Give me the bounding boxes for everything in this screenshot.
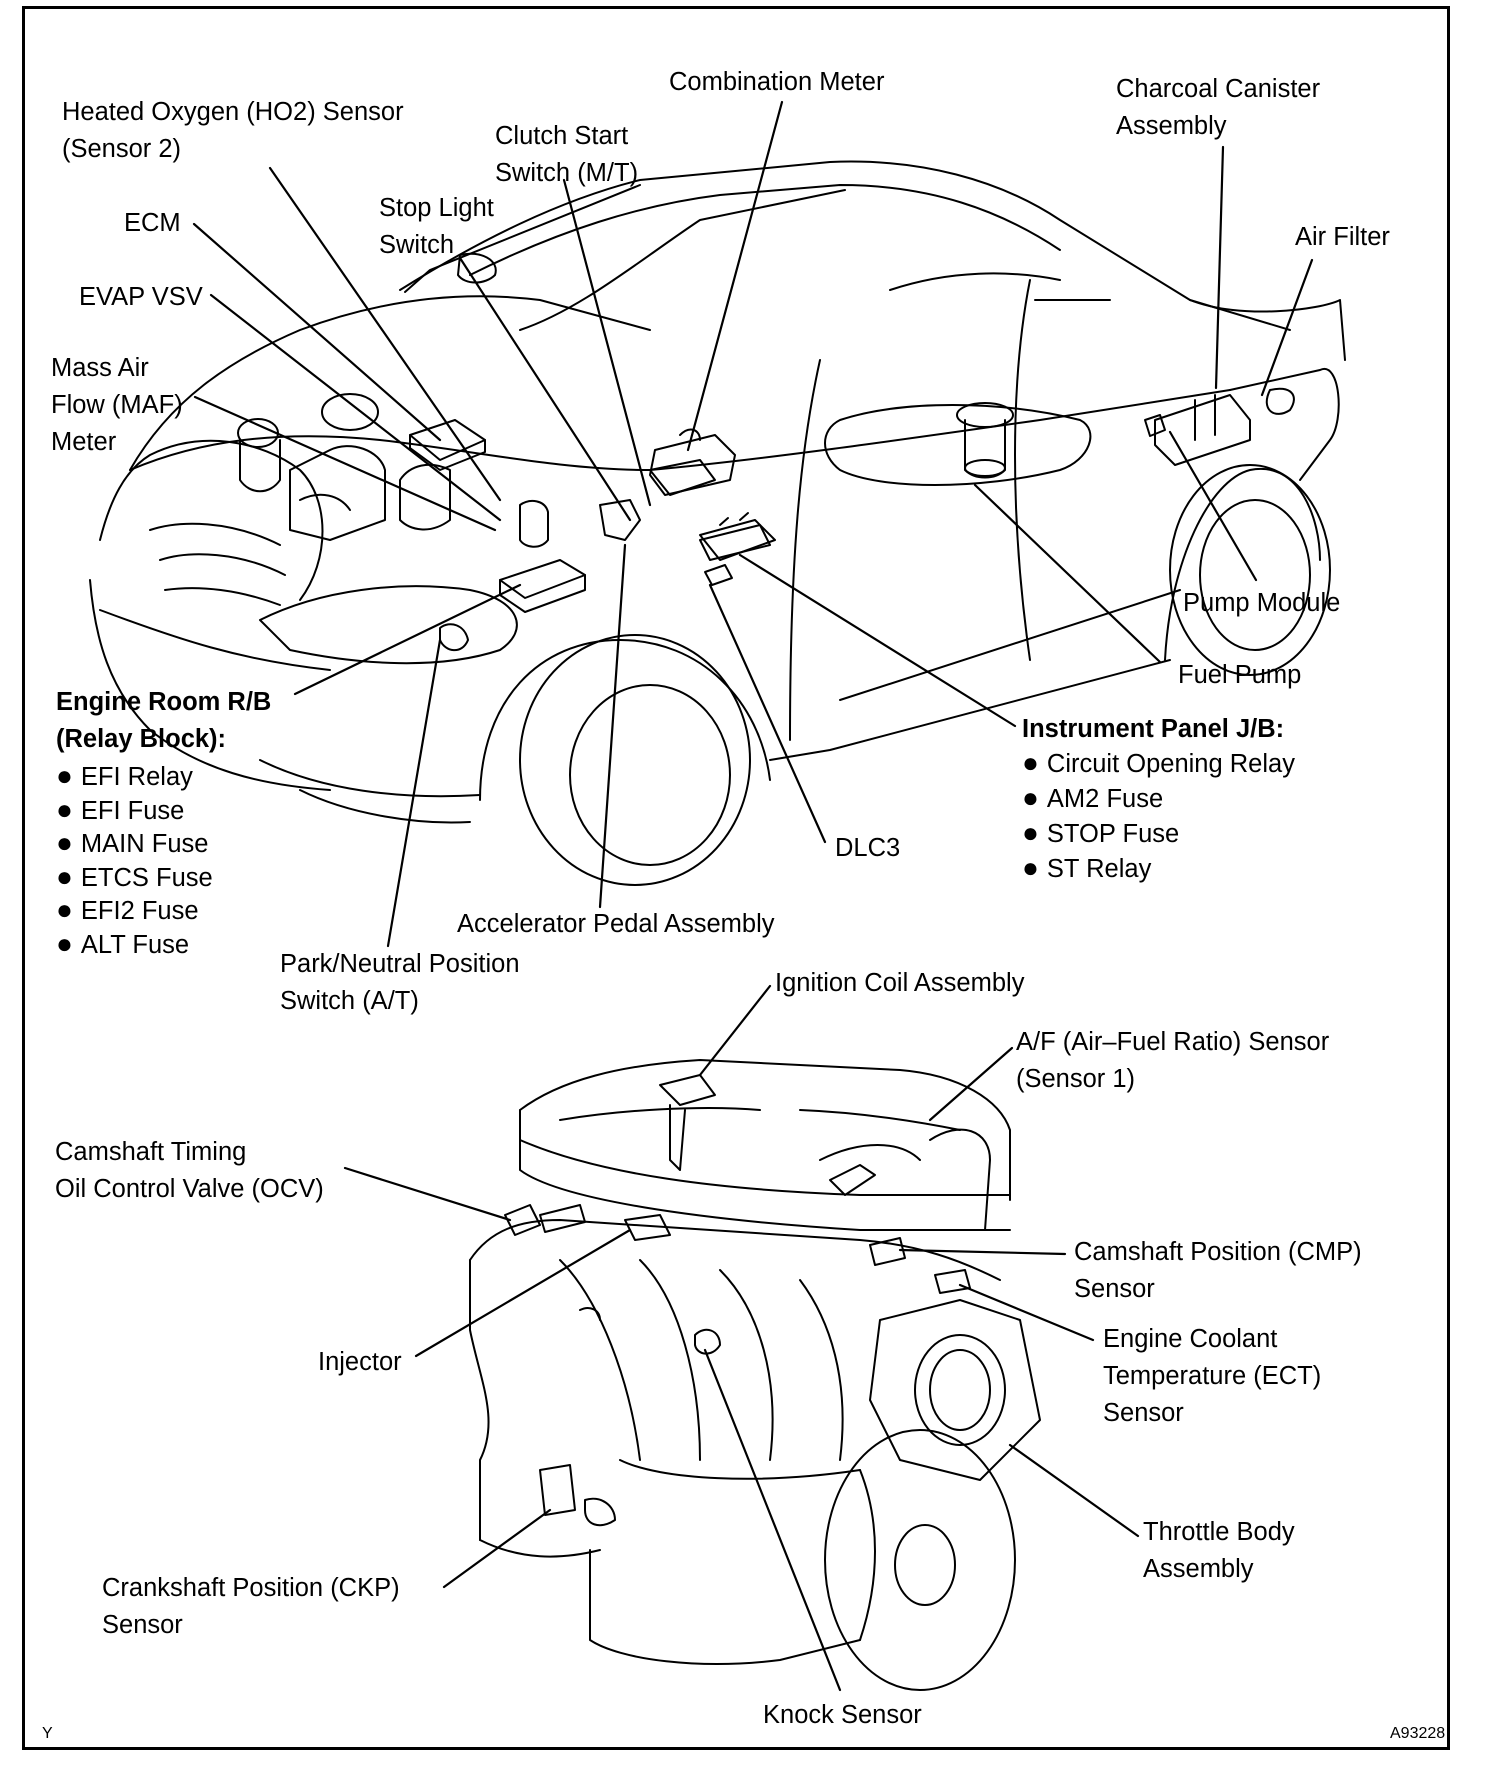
leader-lines <box>192 100 1314 1692</box>
label-air-filter: Air Filter <box>1295 223 1390 251</box>
instrument-panel-jb-title: Instrument Panel J/B: <box>1022 715 1285 743</box>
diagram-frame <box>22 6 1450 1750</box>
label-ecm: ECM <box>124 209 181 237</box>
label-fuel-pump: Fuel Pump <box>1178 661 1302 689</box>
corner-code-left: Y <box>42 1725 53 1742</box>
jb-item: Circuit Opening Relay <box>1022 746 1295 781</box>
label-knock-sensor: Knock Sensor <box>763 1701 922 1729</box>
label-pump-module: Pump Module <box>1183 589 1341 617</box>
label-evap-vsv: EVAP VSV <box>79 283 203 311</box>
engine-room-rb-title: Engine Room R/B(Relay Block): <box>56 688 272 753</box>
rb-item: EFI Relay <box>56 760 213 794</box>
label-ckp-sensor: Crankshaft Position (CKP)Sensor <box>102 1574 400 1639</box>
rb-item: ETCS Fuse <box>56 861 213 895</box>
jb-item: STOP Fuse <box>1022 816 1295 851</box>
jb-item: AM2 Fuse <box>1022 781 1295 816</box>
instrument-panel-jb-list: Circuit Opening Relay AM2 Fuse STOP Fuse… <box>1022 746 1295 886</box>
rb-item: EFI2 Fuse <box>56 894 213 928</box>
label-af-sensor: A/F (Air–Fuel Ratio) Sensor(Sensor 1) <box>1016 1028 1330 1093</box>
label-accelerator-pedal: Accelerator Pedal Assembly <box>457 910 775 938</box>
label-combination-meter: Combination Meter <box>669 68 885 96</box>
engine-illustration <box>469 1059 1041 1691</box>
engine-room-rb-list: EFI Relay EFI Fuse MAIN Fuse ETCS Fuse E… <box>56 760 213 961</box>
label-cmp-sensor: Camshaft Position (CMP)Sensor <box>1074 1238 1362 1303</box>
label-dlc3: DLC3 <box>835 834 901 862</box>
figure-code: A93228 <box>1390 1725 1446 1742</box>
label-heated-oxygen-sensor: Heated Oxygen (HO2) Sensor(Sensor 2) <box>62 98 404 163</box>
jb-item: ST Relay <box>1022 851 1295 886</box>
rb-item: ALT Fuse <box>56 928 213 962</box>
label-ignition-coil: Ignition Coil Assembly <box>775 969 1025 997</box>
label-injector: Injector <box>318 1348 402 1376</box>
car-illustration <box>89 160 1346 886</box>
rb-item: MAIN Fuse <box>56 827 213 861</box>
rb-item: EFI Fuse <box>56 794 213 828</box>
